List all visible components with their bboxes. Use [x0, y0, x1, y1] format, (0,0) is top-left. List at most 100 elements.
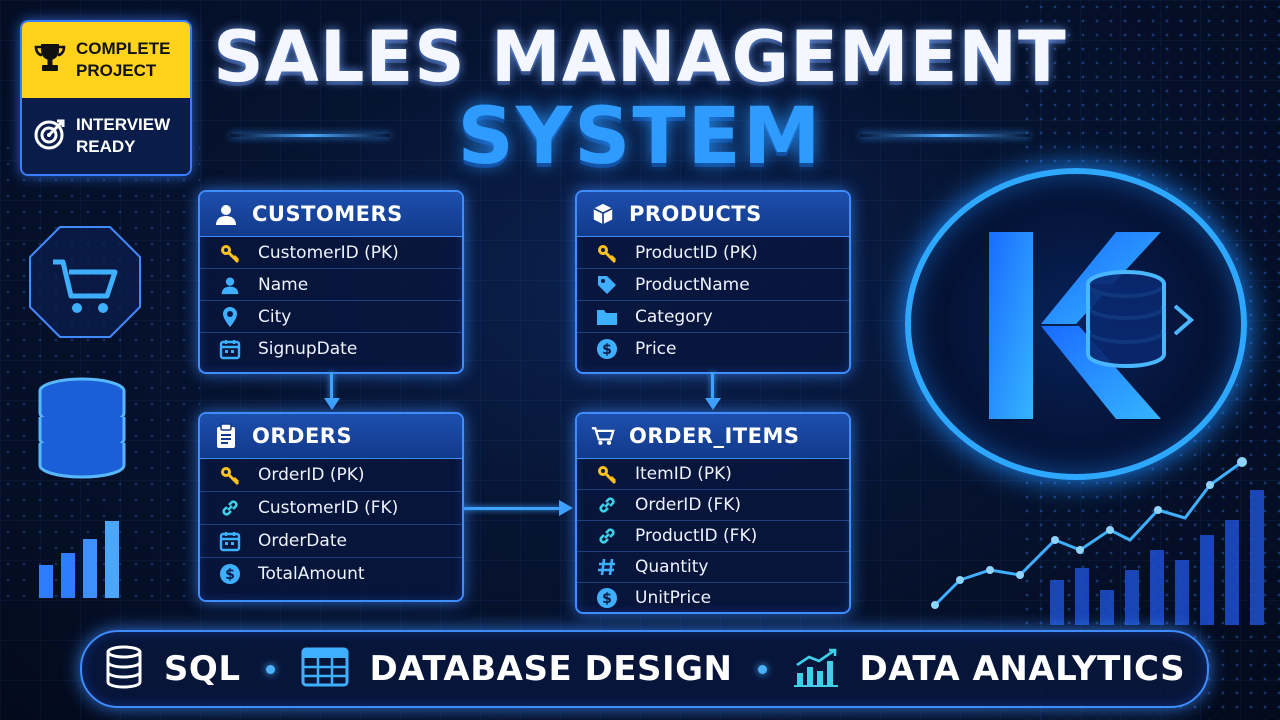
table-grid-icon: [301, 647, 349, 691]
table-customers: CUSTOMERS CustomerID (PK) Name City Sign…: [198, 190, 464, 374]
table-row: OrderID (PK): [200, 459, 462, 492]
line-chart-icon: [931, 457, 1264, 625]
skill-database-design: DATABASE DESIGN: [301, 647, 732, 691]
hash-icon: [595, 557, 619, 577]
table-order-items: ORDER_ITEMS ItemID (PK) OrderID (FK) Pro…: [575, 412, 851, 614]
badge-interview-ready: INTERVIEW READY: [22, 98, 190, 174]
field-label: ProductID (PK): [635, 242, 758, 263]
brand-logo: [905, 168, 1247, 480]
table-row: Quantity: [577, 552, 849, 583]
table-row: ItemID (PK): [577, 459, 849, 490]
project-badge: COMPLETE PROJECT INTERVIEW READY: [20, 20, 192, 176]
table-row: OrderID (FK): [577, 490, 849, 521]
separator-dot: [758, 664, 768, 674]
table-row: ProductID (FK): [577, 521, 849, 552]
database-stack: [35, 375, 130, 485]
products-header: PRODUCTS: [577, 192, 849, 237]
arrow-down-icon: [323, 398, 340, 410]
location-pin-icon: [218, 306, 242, 328]
field-label: ItemID (PK): [635, 464, 732, 484]
user-icon: [218, 275, 242, 295]
title-line-right: [860, 134, 1030, 137]
link-icon: [595, 494, 619, 516]
svg-text:$: $: [602, 591, 612, 607]
skill-label: DATA ANALYTICS: [859, 649, 1186, 689]
table-row: $ TotalAmount: [200, 558, 462, 590]
skill-data-analytics: DATA ANALYTICS: [793, 647, 1185, 691]
cart-icon: [591, 424, 615, 448]
field-label: CustomerID (FK): [258, 498, 399, 518]
table-row: City: [200, 301, 462, 333]
tag-icon: [595, 274, 619, 296]
customers-header: CUSTOMERS: [200, 192, 462, 237]
bar-chart-decoration: [35, 515, 130, 600]
table-row: ProductName: [577, 269, 849, 301]
field-label: ProductName: [635, 274, 750, 295]
field-label: SignupDate: [258, 338, 358, 359]
table-row: ProductID (PK): [577, 237, 849, 269]
growth-chart-decoration: [920, 450, 1270, 625]
key-icon: [218, 464, 242, 486]
link-icon: [218, 497, 242, 519]
order-items-header: ORDER_ITEMS: [577, 414, 849, 459]
badge-interview-line1: INTERVIEW: [76, 115, 171, 134]
field-label: Price: [635, 338, 677, 359]
table-row: $ Price: [577, 333, 849, 364]
key-icon: [218, 242, 242, 264]
badge-complete-line1: COMPLETE: [76, 39, 171, 58]
folder-icon: [595, 307, 619, 327]
analytics-chart-icon: [793, 647, 839, 691]
arrow-down-icon: [704, 398, 721, 410]
table-row: OrderDate: [200, 525, 462, 558]
database-icon: [38, 377, 126, 479]
page-title-line1: SALES MANAGEMENT: [213, 16, 1067, 98]
skill-label: SQL: [163, 649, 241, 689]
box-icon: [591, 201, 615, 227]
svg-text:$: $: [602, 342, 612, 358]
calendar-icon: [218, 530, 242, 552]
table-row: CustomerID (PK): [200, 237, 462, 269]
products-title: PRODUCTS: [629, 202, 762, 226]
skill-label: DATABASE DESIGN: [369, 649, 733, 689]
key-icon: [595, 463, 619, 485]
dollar-icon: $: [218, 563, 242, 585]
field-label: OrderDate: [258, 531, 347, 551]
trophy-icon: [32, 40, 68, 80]
target-icon: [32, 116, 68, 156]
field-label: ProductID (FK): [635, 526, 758, 546]
field-label: TotalAmount: [258, 564, 365, 584]
orders-title: ORDERS: [252, 424, 353, 448]
bar-chart-icon: [39, 521, 119, 598]
orders-header: ORDERS: [200, 414, 462, 459]
user-icon: [214, 202, 238, 226]
field-label: City: [258, 306, 292, 327]
field-label: Category: [635, 306, 713, 327]
field-label: CustomerID (PK): [258, 242, 399, 263]
table-row: CustomerID (FK): [200, 492, 462, 525]
background-dots-left: [0, 140, 200, 610]
key-icon: [595, 242, 619, 264]
arrow-right-icon: [559, 500, 573, 516]
table-row: SignupDate: [200, 333, 462, 364]
customers-title: CUSTOMERS: [252, 202, 403, 226]
dollar-icon: $: [595, 338, 619, 360]
connector-products-orderitems: [711, 372, 714, 400]
link-icon: [595, 525, 619, 547]
cart-octagon: [25, 222, 145, 342]
svg-text:$: $: [225, 567, 235, 583]
connector-orders-orderitems: [462, 507, 560, 510]
badge-complete-line2: PROJECT: [76, 61, 157, 80]
database-icon: [104, 644, 144, 694]
table-orders: ORDERS OrderID (PK) CustomerID (FK) Orde…: [198, 412, 464, 602]
title-line-left: [230, 134, 390, 137]
clipboard-icon: [214, 423, 238, 449]
k-database-logo-icon: [989, 232, 1195, 419]
skill-sql: SQL: [104, 644, 241, 694]
separator-dot: [266, 664, 276, 674]
calendar-icon: [218, 338, 242, 360]
page-title-line2: SYSTEM: [457, 92, 823, 182]
skills-bar: SQL DATABASE DESIGN DATA ANALYTICS: [80, 630, 1209, 708]
table-products: PRODUCTS ProductID (PK) ProductName Cate…: [575, 190, 851, 374]
field-label: UnitPrice: [635, 588, 712, 608]
table-row: Category: [577, 301, 849, 333]
